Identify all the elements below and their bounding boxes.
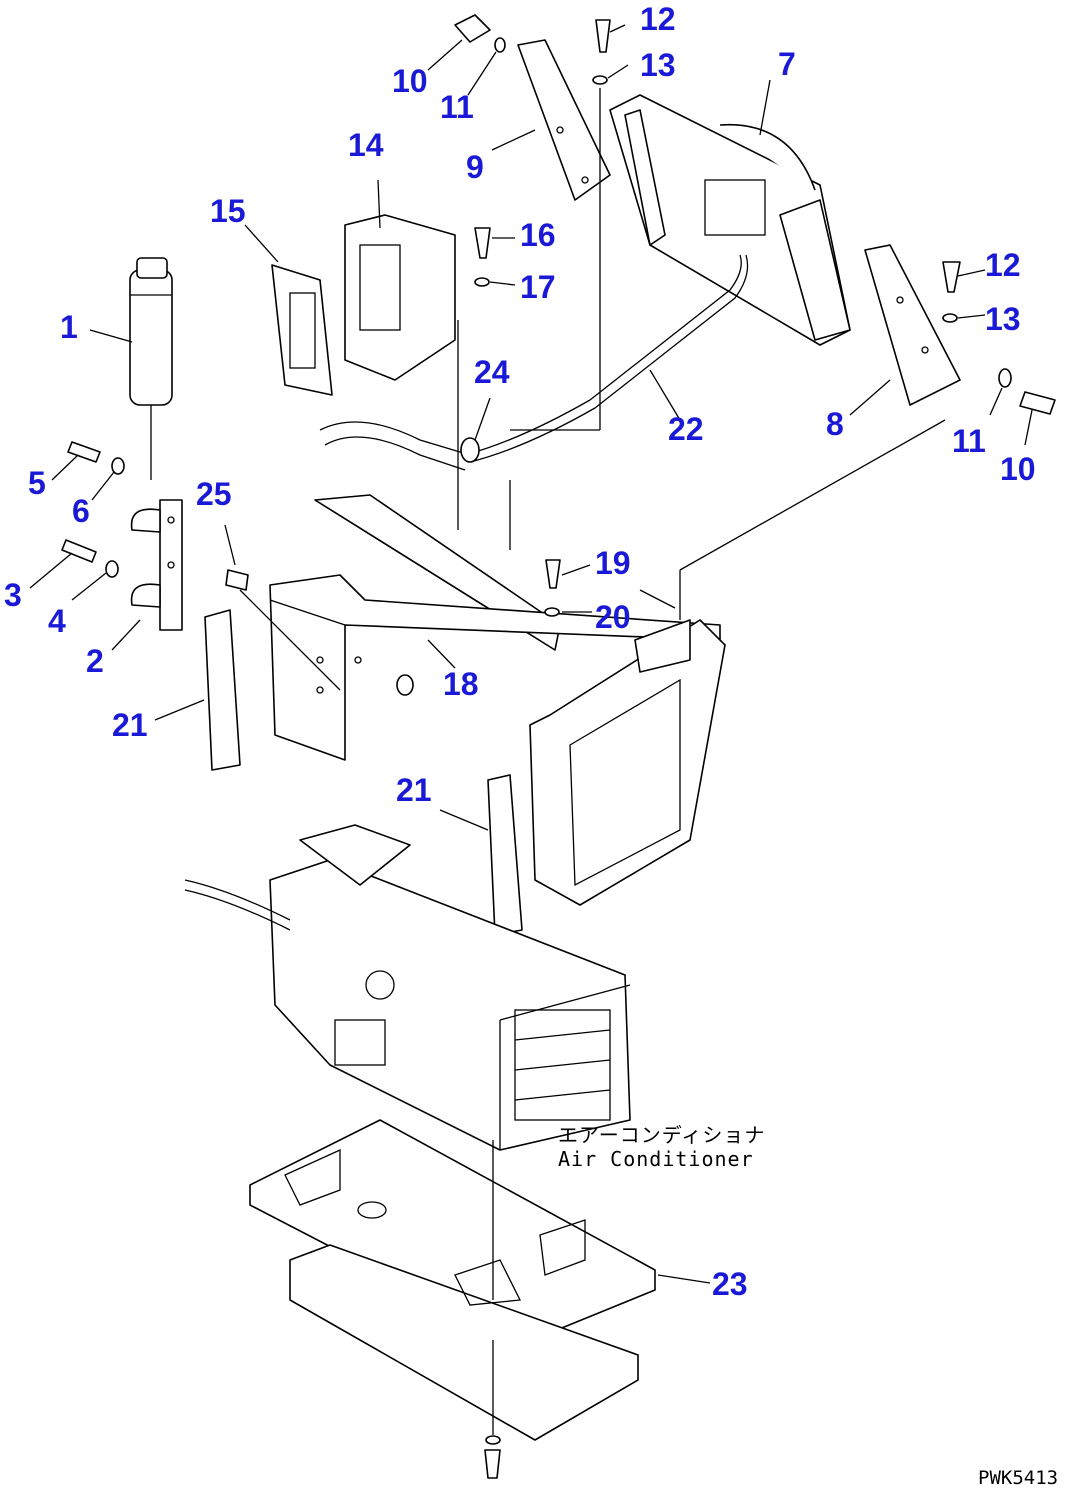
insulation-strip-21-left bbox=[204, 609, 241, 771]
bolt-5-washer-6 bbox=[67, 441, 125, 475]
callout-21-center: 21 bbox=[396, 772, 432, 808]
callout-13-right: 13 bbox=[985, 301, 1021, 337]
assembly-lines bbox=[239, 88, 946, 1435]
grille-15 bbox=[271, 264, 333, 396]
callout-11-right: 11 bbox=[952, 423, 986, 459]
air-conditioner-unit bbox=[184, 824, 631, 1151]
callout-12-upper: 12 bbox=[640, 1, 676, 37]
callout-labels: 1 2 3 4 5 6 7 8 9 10 11 12 13 12 13 11 1… bbox=[4, 1, 1036, 1302]
callout-10-right: 10 bbox=[1000, 451, 1036, 487]
bolt-3-washer-4 bbox=[61, 539, 119, 578]
callout-11-upper: 11 bbox=[440, 89, 474, 125]
callout-20: 20 bbox=[595, 599, 631, 635]
caption-japanese: エアーコンディショナ bbox=[558, 1123, 765, 1147]
floor-plate-23 bbox=[249, 1119, 656, 1441]
callout-1: 1 bbox=[60, 309, 78, 345]
duct-housing bbox=[529, 619, 726, 906]
fasteners-upper bbox=[454, 14, 1056, 415]
callout-2: 2 bbox=[86, 643, 104, 679]
callout-12-right: 12 bbox=[985, 247, 1021, 283]
callout-22: 22 bbox=[668, 411, 704, 447]
callout-9: 9 bbox=[466, 149, 484, 185]
callout-21-left: 21 bbox=[112, 707, 148, 743]
pipe-24 bbox=[319, 421, 480, 471]
bolt-19-washer-20 bbox=[544, 559, 561, 617]
bracket-8 bbox=[864, 244, 961, 406]
callout-10-upper: 10 bbox=[392, 63, 428, 99]
callout-8: 8 bbox=[826, 406, 844, 442]
callout-3: 3 bbox=[4, 577, 22, 613]
callout-5: 5 bbox=[28, 465, 46, 501]
drawing-code: PWK5413 bbox=[978, 1467, 1058, 1489]
bracket-9 bbox=[517, 39, 611, 201]
callout-16: 16 bbox=[520, 217, 556, 253]
callout-7: 7 bbox=[778, 46, 796, 82]
callout-4: 4 bbox=[48, 603, 66, 639]
receiver-bracket bbox=[130, 499, 183, 631]
caption-english: Air Conditioner bbox=[558, 1147, 754, 1171]
bolt-bottom bbox=[484, 1435, 501, 1479]
hose-22 bbox=[464, 254, 749, 463]
callout-25: 25 bbox=[196, 476, 232, 512]
receiver-tank bbox=[129, 257, 173, 480]
callout-19: 19 bbox=[595, 545, 631, 581]
callout-23: 23 bbox=[712, 1266, 748, 1302]
callout-15: 15 bbox=[210, 193, 246, 229]
cover-assembly bbox=[225, 494, 721, 761]
callout-17: 17 bbox=[520, 269, 556, 305]
callout-14: 14 bbox=[348, 127, 384, 163]
insulation-strip-21-center bbox=[487, 774, 523, 936]
callout-13-upper: 13 bbox=[640, 47, 676, 83]
leader-lines bbox=[29, 24, 1033, 1284]
panel-7 bbox=[609, 94, 851, 346]
duct-14 bbox=[344, 214, 456, 381]
callout-18: 18 bbox=[443, 666, 479, 702]
callout-6: 6 bbox=[72, 493, 90, 529]
bolt-16-washer-17 bbox=[474, 227, 491, 287]
callout-24: 24 bbox=[474, 354, 510, 390]
